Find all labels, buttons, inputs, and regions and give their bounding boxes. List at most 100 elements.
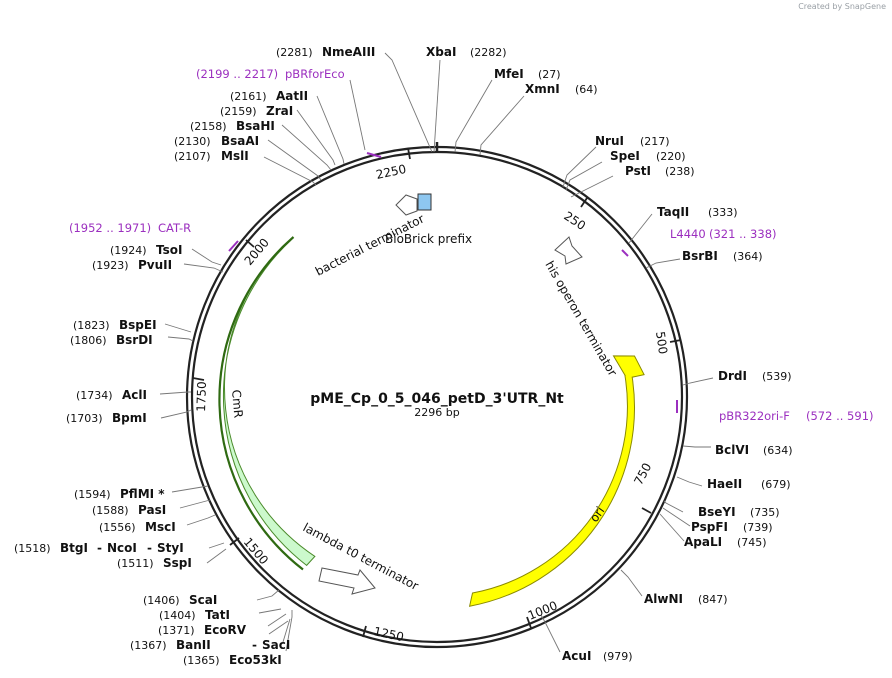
site-name-banii: BanII xyxy=(176,638,211,652)
tick-label-2250: 2250 xyxy=(375,162,408,182)
site-pos-xbai: (2282) xyxy=(470,46,507,59)
site-pos-bsaai: (2130) xyxy=(174,135,211,148)
primer-range-l4440: (321 .. 338) xyxy=(709,227,777,241)
tick-label-250: 250 xyxy=(561,209,588,233)
feature-bacterial-terminator-arrow xyxy=(395,194,418,216)
site-pos-msci: (1556) xyxy=(99,521,136,534)
site-name-psti: PstI xyxy=(625,164,651,178)
site-name-bsaai: BsaAI xyxy=(221,134,259,148)
site-pos-tsoi: (1924) xyxy=(110,244,147,257)
site-name-haeii: HaeII xyxy=(707,477,742,491)
site-name-tsoi: TsoI xyxy=(156,243,182,257)
site-name-bseyi: BseYI xyxy=(698,505,736,519)
site-pos-nrui: (217) xyxy=(640,135,670,148)
primer-name-cat-r: CAT-R xyxy=(158,221,191,235)
site-name-msli: MslI xyxy=(221,149,249,163)
site-name-eco53ki: Eco53kI xyxy=(229,653,282,667)
site-sep-ncoi-styi: - xyxy=(147,541,152,555)
site-pos-bsahi: (2158) xyxy=(190,120,227,133)
site-pos-bseyi: (735) xyxy=(750,506,780,519)
site-name-styi: StyI xyxy=(157,541,184,555)
site-name-acui: AcuI xyxy=(562,649,591,663)
site-pos-tati: (1404) xyxy=(159,609,196,622)
site-name-nrui: NruI xyxy=(595,134,624,148)
primer-range-pbr322ori-f: (572 .. 591) xyxy=(806,409,874,423)
site-pos-apali: (745) xyxy=(737,536,767,549)
site-pos-acli: (1734) xyxy=(76,389,113,402)
site-pos-msli: (2107) xyxy=(174,150,211,163)
site-name-xmni: XmnI xyxy=(525,82,560,96)
site-name-taqii: TaqII xyxy=(657,205,689,219)
site-name-spei: SpeI xyxy=(610,149,640,163)
site-name-alwni: AlwNI xyxy=(644,592,683,606)
site-pos-bpmi: (1703) xyxy=(66,412,103,425)
site-pos-bclvi: (634) xyxy=(763,444,793,457)
site-pos-drdi: (539) xyxy=(762,370,792,383)
site-name-pvuii: PvuII xyxy=(138,258,172,272)
plasmid-name: pME_Cp_0_5_046_petD_3'UTR_Nt xyxy=(310,391,564,407)
site-name-msci: MscI xyxy=(145,520,176,534)
site-pos-pasi: (1588) xyxy=(92,504,129,517)
primer-bar-pbrforeco xyxy=(366,152,382,158)
site-name-mfei: MfeI xyxy=(494,67,524,81)
primer-name-pbrforeco: pBRforEco xyxy=(285,67,345,81)
site-name-nmeaiii: NmeAIII xyxy=(322,45,375,59)
primer-name-l4440: L4440 xyxy=(670,227,706,241)
tick-label-500: 500 xyxy=(653,330,670,355)
site-pos-mfei: (27) xyxy=(538,68,561,81)
site-pos-eco53ki: (1365) xyxy=(183,654,220,667)
feature-biobrick-prefix-box xyxy=(417,193,432,211)
site-pos-taqii: (333) xyxy=(708,206,738,219)
primer-bars xyxy=(228,152,678,413)
site-name-saci: SacI xyxy=(262,638,290,652)
site-name-bsrdi: BsrDI xyxy=(116,333,153,347)
site-name-aatii: AatII xyxy=(276,89,308,103)
feature-ori-arrow xyxy=(468,355,645,607)
site-pos-spei: (220) xyxy=(656,150,686,163)
site-name-bpmi: BpmI xyxy=(112,411,147,425)
site-name-btgi: BtgI xyxy=(60,541,88,555)
primer-bar-l4440 xyxy=(621,249,629,257)
site-pos-zrai: (2159) xyxy=(220,105,257,118)
primer-range-cat-r: (1952 .. 1971) xyxy=(69,221,151,235)
scale-ticks xyxy=(192,147,682,638)
site-pos-pvuii: (1923) xyxy=(92,259,129,272)
site-pos-aatii: (2161) xyxy=(230,90,267,103)
tick-label-1750: 1750 xyxy=(194,381,209,412)
leader-lines xyxy=(159,52,714,653)
site-name-bspei: BspEI xyxy=(119,318,157,332)
primer-bar-cat-r xyxy=(228,240,239,252)
site-name-bsahi: BsaHI xyxy=(236,119,275,133)
site-name-pspfi: PspFI xyxy=(691,520,728,534)
primer-name-pbr322ori-f: pBR322ori-F xyxy=(719,409,790,423)
site-name-tati: TatI xyxy=(205,608,230,622)
site-pos-scai: (1406) xyxy=(143,594,180,607)
feature-cmr-arrow xyxy=(222,239,316,567)
site-pos-nmeaiii: (2281) xyxy=(276,46,313,59)
site-sep-banii-saci: - xyxy=(252,638,257,652)
site-pos-haeii: (679) xyxy=(761,478,791,491)
plasmid-length: 2296 bp xyxy=(414,406,459,419)
site-pos-xmni: (64) xyxy=(575,83,598,96)
feature-label-his-operon-terminator: his operon terminator xyxy=(542,259,619,379)
site-pos-pspfi: (739) xyxy=(743,521,773,534)
snapgene-credit: Created by SnapGene xyxy=(798,2,886,11)
feature-lambda-t0-terminator-arrow xyxy=(318,567,376,595)
site-name-xbai: XbaI xyxy=(426,45,456,59)
site-labels: (2281) NmeAIII XbaI (2282) MfeI (27) Xmn… xyxy=(14,45,793,667)
site-sep-btgi-ncoi: - xyxy=(97,541,102,555)
site-pos-btgi: (1518) xyxy=(14,542,51,555)
site-pos-acui: (979) xyxy=(603,650,633,663)
site-pos-bsrbi: (364) xyxy=(733,250,763,263)
site-name-ecorv: EcoRV xyxy=(204,623,247,637)
site-pos-sspi: (1511) xyxy=(117,557,154,570)
feature-cmr-outline xyxy=(218,236,304,571)
site-name-pflmi: PflMI * xyxy=(120,487,165,501)
feature-his-operon-terminator-arrow xyxy=(554,236,583,265)
primer-range-pbrforeco: (2199 .. 2217) xyxy=(196,67,278,81)
site-name-acli: AclI xyxy=(122,388,147,402)
site-pos-psti: (238) xyxy=(665,165,695,178)
site-name-bclvi: BclVI xyxy=(715,443,749,457)
primer-labels: (2199 .. 2217) pBRforEco (1952 .. 1971) … xyxy=(69,67,874,423)
